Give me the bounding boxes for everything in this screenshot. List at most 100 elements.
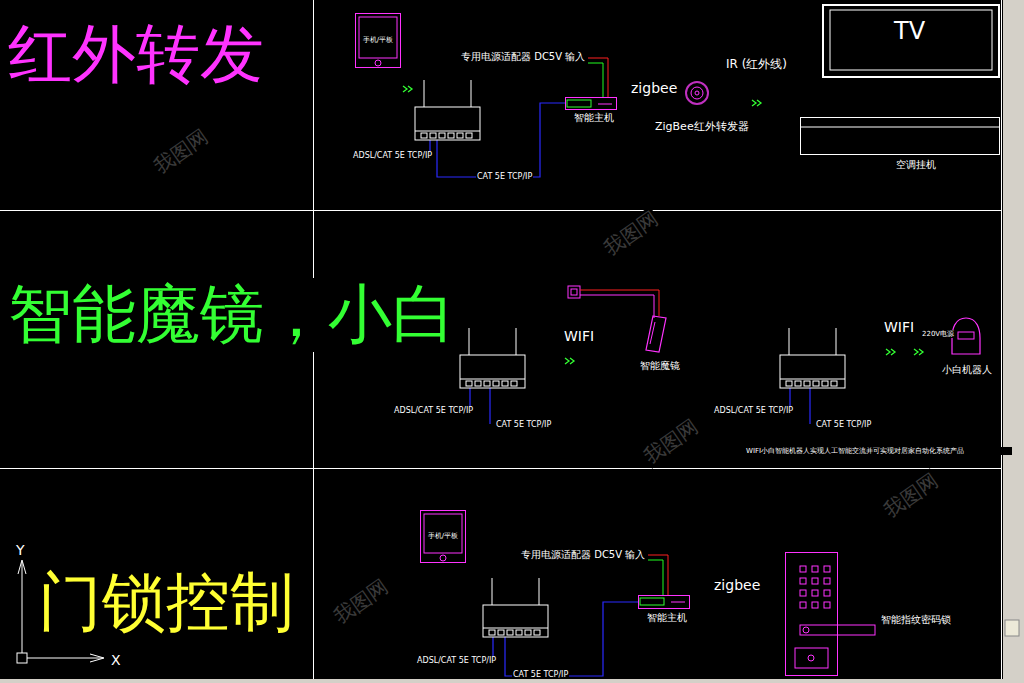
router (484, 381, 490, 386)
router (415, 80, 480, 140)
section-title: 智能魔镜，小白 (8, 278, 456, 352)
network-cable (505, 602, 638, 676)
cable-label: ADSL/CAT 5E TCP/IP (416, 656, 497, 665)
label-slot: 红外转发 (8, 18, 264, 92)
label-slot: Y (15, 540, 26, 559)
router (786, 381, 792, 386)
wireless-chevron (919, 349, 923, 355)
tv-set: TV (822, 4, 1000, 78)
label-slot: IR (红外线) (725, 53, 788, 72)
label-slot: CAT 5E TCP/IP (815, 412, 872, 431)
tv-screen (800, 127, 1000, 128)
router (466, 133, 472, 138)
router (507, 630, 513, 635)
frame-lines (0, 210, 1001, 211)
lock-key (800, 566, 806, 572)
label-slot: ADSL/CAT 5E TCP/IP (393, 398, 474, 417)
smart-host: 智能主机 (638, 595, 690, 609)
description-note: WIFI小白智能机器人实现人工智能交流并可实现对居家自动化系统产品 (745, 447, 1012, 455)
lock-key (800, 590, 806, 596)
cable-label: CAT 5E TCP/IP (476, 172, 533, 181)
ir-emitter (695, 91, 699, 95)
label-slot: CAT 5E TCP/IP (495, 412, 552, 431)
label-slot: WIFI (563, 326, 595, 345)
lock-key (800, 578, 806, 584)
label-slot: ADSL/CAT 5E TCP/IP (352, 143, 433, 162)
router (415, 131, 480, 132)
frame-lines (0, 0, 1002, 683)
lock-detail (803, 627, 809, 633)
label-slot: 我图网 (640, 430, 702, 453)
router (502, 381, 508, 386)
lock-keypad (800, 566, 830, 608)
router (789, 328, 790, 355)
host-detail (640, 598, 664, 605)
router (492, 578, 493, 605)
node-label: 智能魔镜 (640, 360, 680, 372)
scrollbar (1003, 0, 1024, 683)
axis-icon (90, 654, 104, 662)
cable-label: ADSL/CAT 5E TCP/IP (352, 151, 433, 160)
cable-label: CAT 5E TCP/IP (512, 670, 569, 679)
node-label: 小白机器人 (942, 364, 992, 376)
axis-icon (27, 658, 103, 659)
lock-key (824, 602, 830, 608)
label-slot: WIFI (883, 317, 915, 336)
router (780, 355, 845, 388)
wireless-chevron (403, 86, 923, 364)
wireless-chevron (914, 349, 918, 355)
label-slot: ADSL/CAT 5E TCP/IP (416, 648, 497, 667)
cable-label: ADSL/CAT 5E TCP/IP (713, 406, 794, 415)
scrollbar (0, 679, 1003, 683)
router (795, 381, 801, 386)
watermark: 我图网 (149, 124, 213, 178)
network-cable (809, 388, 810, 424)
router (483, 605, 548, 637)
robot-outline (952, 318, 980, 354)
label-slot: ADSL/CAT 5E TCP/IP (713, 398, 794, 417)
power-note: 220V电源 (921, 330, 955, 338)
protocol-label: WIFI (563, 328, 595, 344)
watermark: 我图网 (879, 468, 943, 522)
router (831, 381, 837, 386)
network-cable (352, 103, 810, 676)
protocol-label: WIFI (883, 319, 915, 335)
label-slot: WIFI小白智能机器人实现人工智能交流并可实现对居家自动化系统产品 (745, 438, 1012, 457)
protocol-label: IR (红外线) (725, 58, 788, 72)
axis-icon (18, 560, 26, 574)
label-slot: CAT 5E TCP/IP (512, 662, 569, 681)
label-slot: zigbee (630, 78, 678, 97)
air-conditioner: 空调挂机 (800, 117, 1000, 155)
host-detail (567, 100, 685, 605)
node-label: 智能主机 (574, 112, 614, 124)
lock-key (812, 578, 818, 584)
smart-lock: 智能指纹密码锁 (785, 552, 838, 676)
router (415, 107, 480, 140)
wireless-chevron (757, 100, 761, 106)
watermark: 我图网 (599, 206, 663, 260)
frame-lines (1001, 0, 1002, 683)
lock-key (812, 566, 818, 572)
router (836, 328, 837, 355)
router (430, 133, 436, 138)
router (780, 379, 845, 380)
host-detail (598, 104, 612, 105)
label-slot: CAT 5E TCP/IP (476, 164, 533, 183)
host-detail (671, 602, 685, 603)
lock-key (824, 590, 830, 596)
label-slot: zigbee (713, 575, 761, 594)
host-detail (567, 100, 591, 107)
section-title: 红外转发 (8, 18, 264, 92)
router (525, 630, 531, 635)
power-note: 专用电源适配器 DC5V 输入 (460, 51, 586, 63)
power-wire (571, 289, 577, 295)
tv-screen (800, 10, 1000, 127)
router (466, 381, 472, 386)
section-title: 门锁控制 (38, 566, 294, 640)
node-label: ZigBee红外转发器 (655, 121, 749, 134)
router (534, 630, 540, 635)
mirror-glint (650, 322, 655, 344)
router (448, 133, 454, 138)
axis-icon (17, 653, 27, 663)
node-label: 手机/平板 (356, 36, 400, 44)
